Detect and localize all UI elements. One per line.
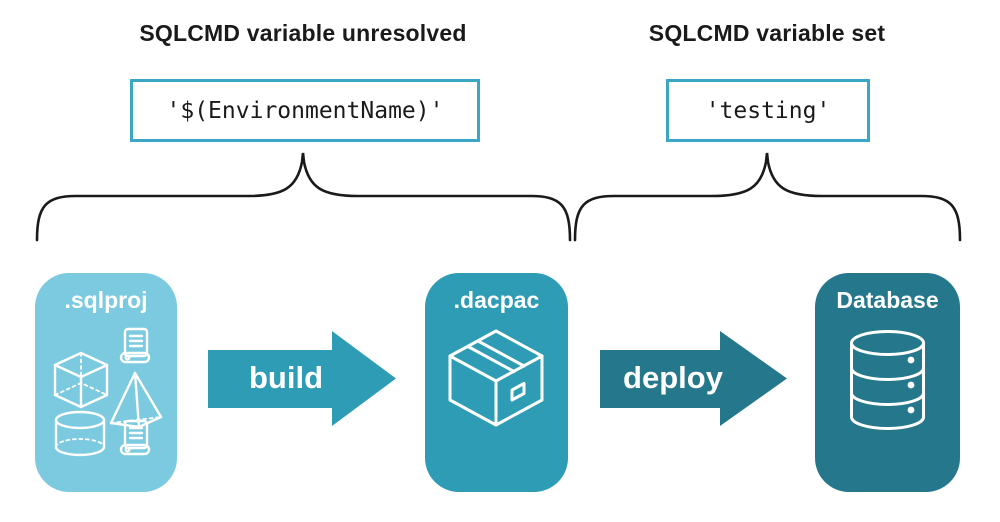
unresolved-code-text: '$(EnvironmentName)' xyxy=(166,97,444,124)
database-node-label: Database xyxy=(836,287,939,313)
dacpac-node: .dacpac xyxy=(425,273,568,492)
pyramid-icon xyxy=(109,371,163,429)
right-group-title: SQLCMD variable set xyxy=(648,20,886,46)
script-icon xyxy=(119,419,151,456)
cube-icon xyxy=(53,351,109,409)
deploy-arrow-label: deploy xyxy=(623,360,723,395)
sqlproj-node-label: .sqlproj xyxy=(64,287,148,313)
resolved-code-box: 'testing' xyxy=(666,79,870,142)
package-icon xyxy=(448,329,544,427)
sql-objects-icon xyxy=(53,327,163,457)
unresolved-code-box: '$(EnvironmentName)' xyxy=(130,79,480,142)
database-node: Database xyxy=(815,273,960,492)
resolved-code-text: 'testing' xyxy=(705,97,831,124)
cylinder-icon xyxy=(54,410,106,457)
right-brace-icon xyxy=(573,152,962,242)
dacpac-node-label: .dacpac xyxy=(453,287,540,313)
script-icon xyxy=(119,327,151,364)
build-arrow-label: build xyxy=(248,360,324,395)
left-brace-icon xyxy=(35,152,572,242)
left-group-title: SQLCMD variable unresolved xyxy=(139,20,467,46)
sqlproj-node: .sqlproj xyxy=(35,273,177,492)
database-icon xyxy=(850,330,925,430)
